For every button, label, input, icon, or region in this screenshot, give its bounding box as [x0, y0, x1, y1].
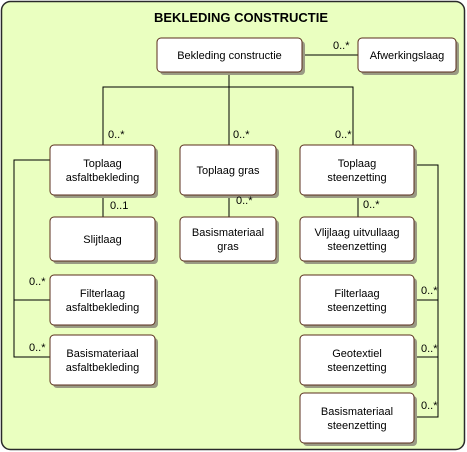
multiplicity-label: 0..* [29, 276, 46, 288]
node-label: Filterlaag [334, 288, 379, 300]
node-label: Basismateriaal [66, 348, 138, 360]
node-label: Geotextiel [332, 348, 382, 360]
node-slijtlaag[interactable]: Slijtlaag [49, 216, 158, 264]
connector-toplaag-steenzetting-to-filterlaag-steenzetting [414, 164, 439, 301]
node-label: Toplaag [83, 158, 122, 170]
connector-bekleding-constructie-to-toplaag-steenzetting [229, 86, 354, 145]
multiplicity-label: 0..* [421, 343, 438, 355]
node-box [49, 334, 156, 386]
node-label: Afwerkingslaag [370, 50, 445, 62]
node-box [49, 216, 156, 262]
node-toplaag-asfaltbekleding[interactable]: Toplaag asfaltbekleding [49, 144, 158, 198]
node-box [299, 392, 415, 444]
multiplicity-label: 0..* [333, 40, 350, 52]
node-box [299, 274, 415, 326]
node-label: Toplaag gras [197, 165, 260, 177]
node-box [49, 144, 156, 196]
node-box [357, 37, 457, 73]
node-label: steenzetting [327, 241, 386, 253]
node-afwerkingslaag[interactable]: Afwerkingslaag [357, 37, 459, 75]
multiplicity-label: 0..* [29, 342, 46, 354]
multiplicity-label: 0..* [421, 285, 438, 297]
node-label: Slijtlaag [83, 234, 122, 246]
node-box [179, 216, 277, 262]
connectors-layer [13, 54, 439, 418]
node-box [299, 334, 415, 386]
node-label: gras [217, 241, 239, 253]
node-box [49, 274, 156, 326]
multiplicity-label: 0..* [363, 199, 380, 211]
node-filterlaag-asfaltbekleding[interactable]: Filterlaag asfaltbekleding [49, 274, 158, 328]
node-label: steenzetting [327, 420, 386, 432]
connector-toplaag-asfaltbekleding-to-filterlaag-asfaltbekleding [13, 159, 50, 301]
node-label: steenzetting [327, 362, 386, 374]
node-label: asfaltbekleding [66, 302, 139, 314]
node-label: steenzetting [327, 302, 386, 314]
multiplicity-label: 0..* [233, 129, 250, 141]
node-vlijlaag-uitvullaag-steenzetting[interactable]: Vlijlaag uitvullaag steenzetting [299, 216, 417, 264]
nodes-layer: Bekleding constructie AfwerkingslaagTopla… [49, 37, 459, 446]
connector-toplaag-asfaltbekleding-to-basismateriaal-asfaltbekleding [13, 300, 50, 358]
node-box [299, 144, 415, 196]
node-label: Bekleding constructie [177, 50, 282, 62]
multiplicity-label: 0..* [108, 129, 125, 141]
multiplicity-label: 0..* [236, 195, 253, 207]
node-label: steenzetting [327, 172, 386, 184]
node-box [179, 144, 277, 196]
node-filterlaag-steenzetting[interactable]: Filterlaag steenzetting [299, 274, 417, 328]
node-label: asfaltbekleding [66, 172, 139, 184]
node-box [156, 37, 303, 73]
node-toplaag-steenzetting[interactable]: Toplaag steenzetting [299, 144, 417, 198]
multiplicity-labels-layer: 0..* 0..* 0..* 0..* 0..1 0..* 0..* 0..* 0..* 0..*… [29, 40, 438, 412]
node-label: Basismateriaal [321, 406, 393, 418]
node-basismateriaal-gras[interactable]: Basismateriaal gras [179, 216, 279, 264]
node-basismateriaal-asfaltbekleding[interactable]: Basismateriaal asfaltbekleding [49, 334, 158, 388]
multiplicity-label: 0..* [421, 400, 438, 412]
node-label: Filterlaag [80, 288, 125, 300]
multiplicity-label: 0..* [335, 129, 352, 141]
node-label: Vlijlaag uitvullaag [315, 227, 400, 239]
node-toplaag-gras[interactable]: Toplaag gras [179, 144, 279, 198]
node-box [299, 216, 415, 262]
node-label: asfaltbekleding [66, 362, 139, 374]
node-bekleding-constructie[interactable]: Bekleding constructie [156, 37, 305, 75]
diagram-title: BEKLEDING CONSTRUCTIE [154, 10, 328, 25]
connector-toplaag-steenzetting-to-basismateriaal-steenzetting [414, 357, 439, 418]
node-label: Toplaag [338, 158, 377, 170]
node-basismateriaal-steenzetting[interactable]: Basismateriaal steenzetting [299, 392, 417, 446]
node-label: Basismateriaal [192, 227, 264, 239]
node-geotextiel-steenzetting[interactable]: Geotextiel steenzetting [299, 334, 417, 388]
multiplicity-label: 0..1 [110, 200, 128, 212]
